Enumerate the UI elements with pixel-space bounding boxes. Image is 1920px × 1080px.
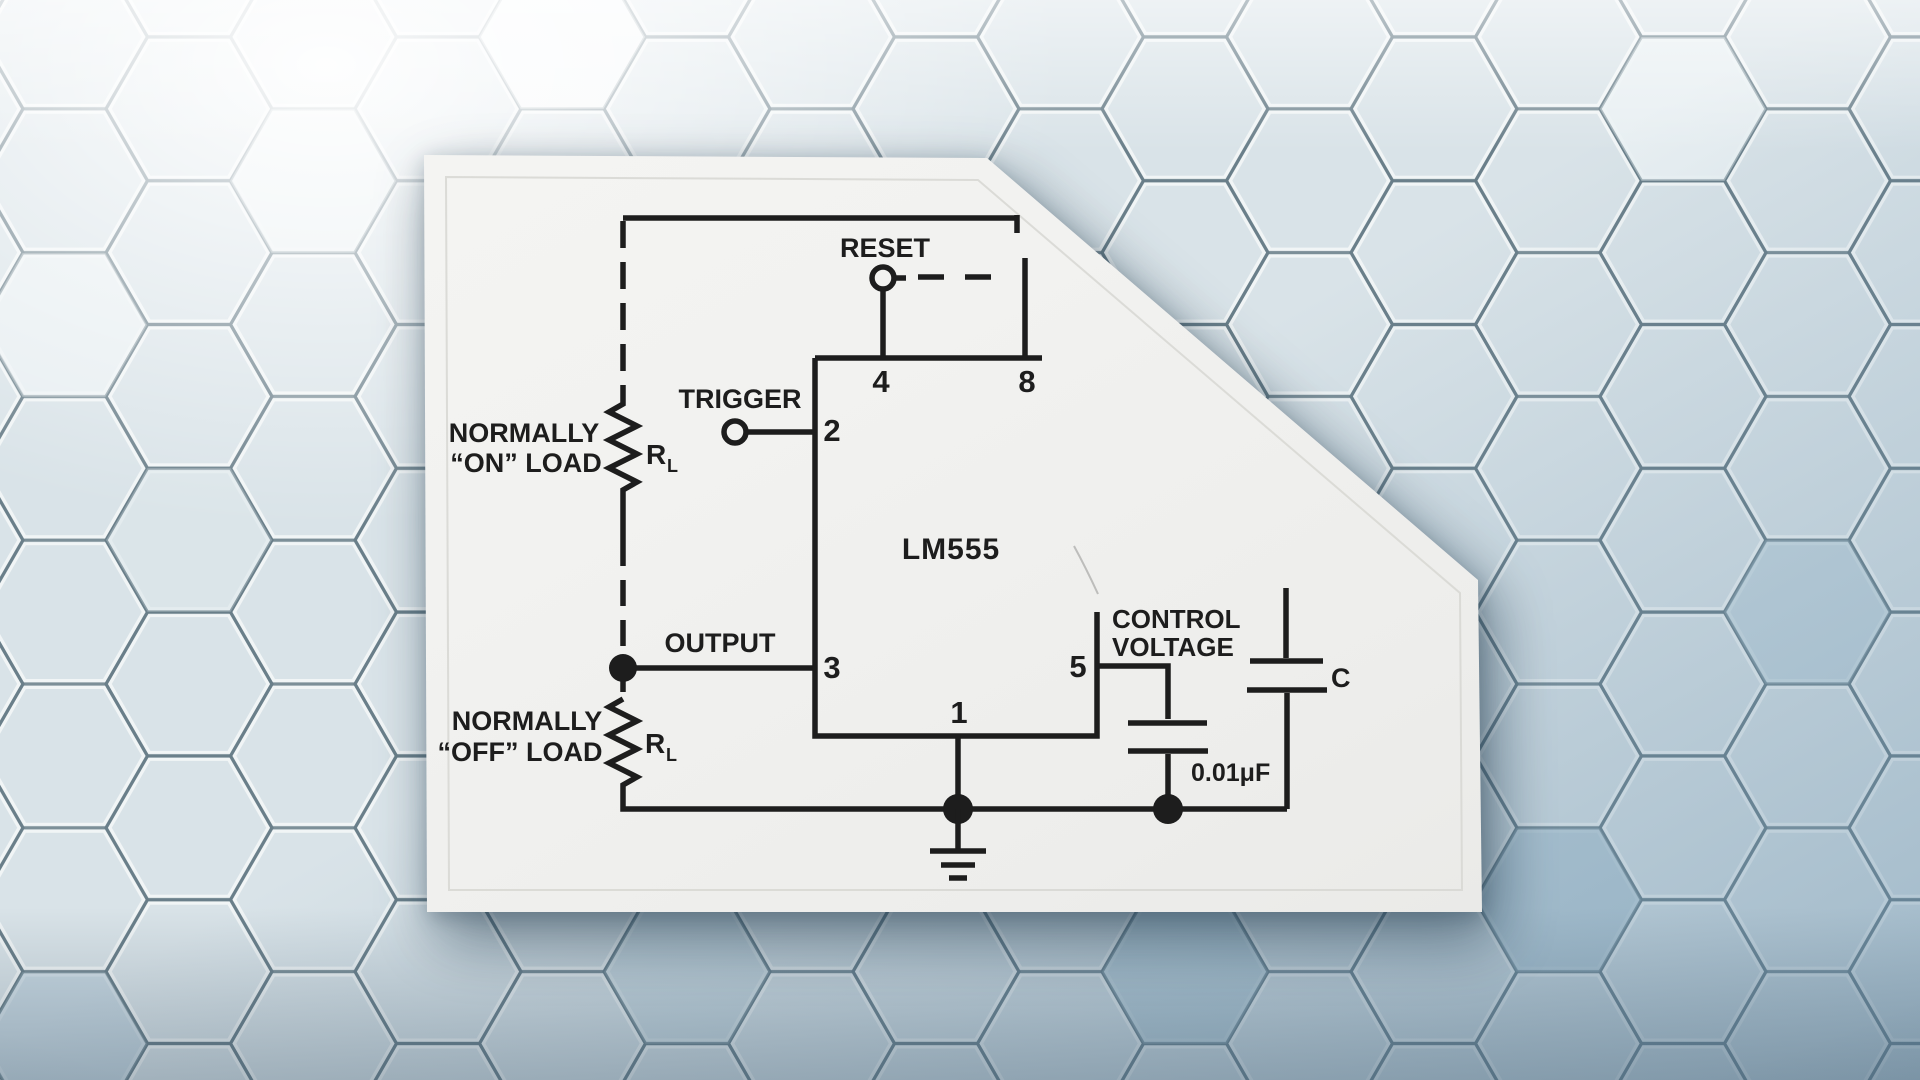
datasheet-paper [424, 155, 1482, 912]
paper-shadow [424, 155, 1482, 912]
